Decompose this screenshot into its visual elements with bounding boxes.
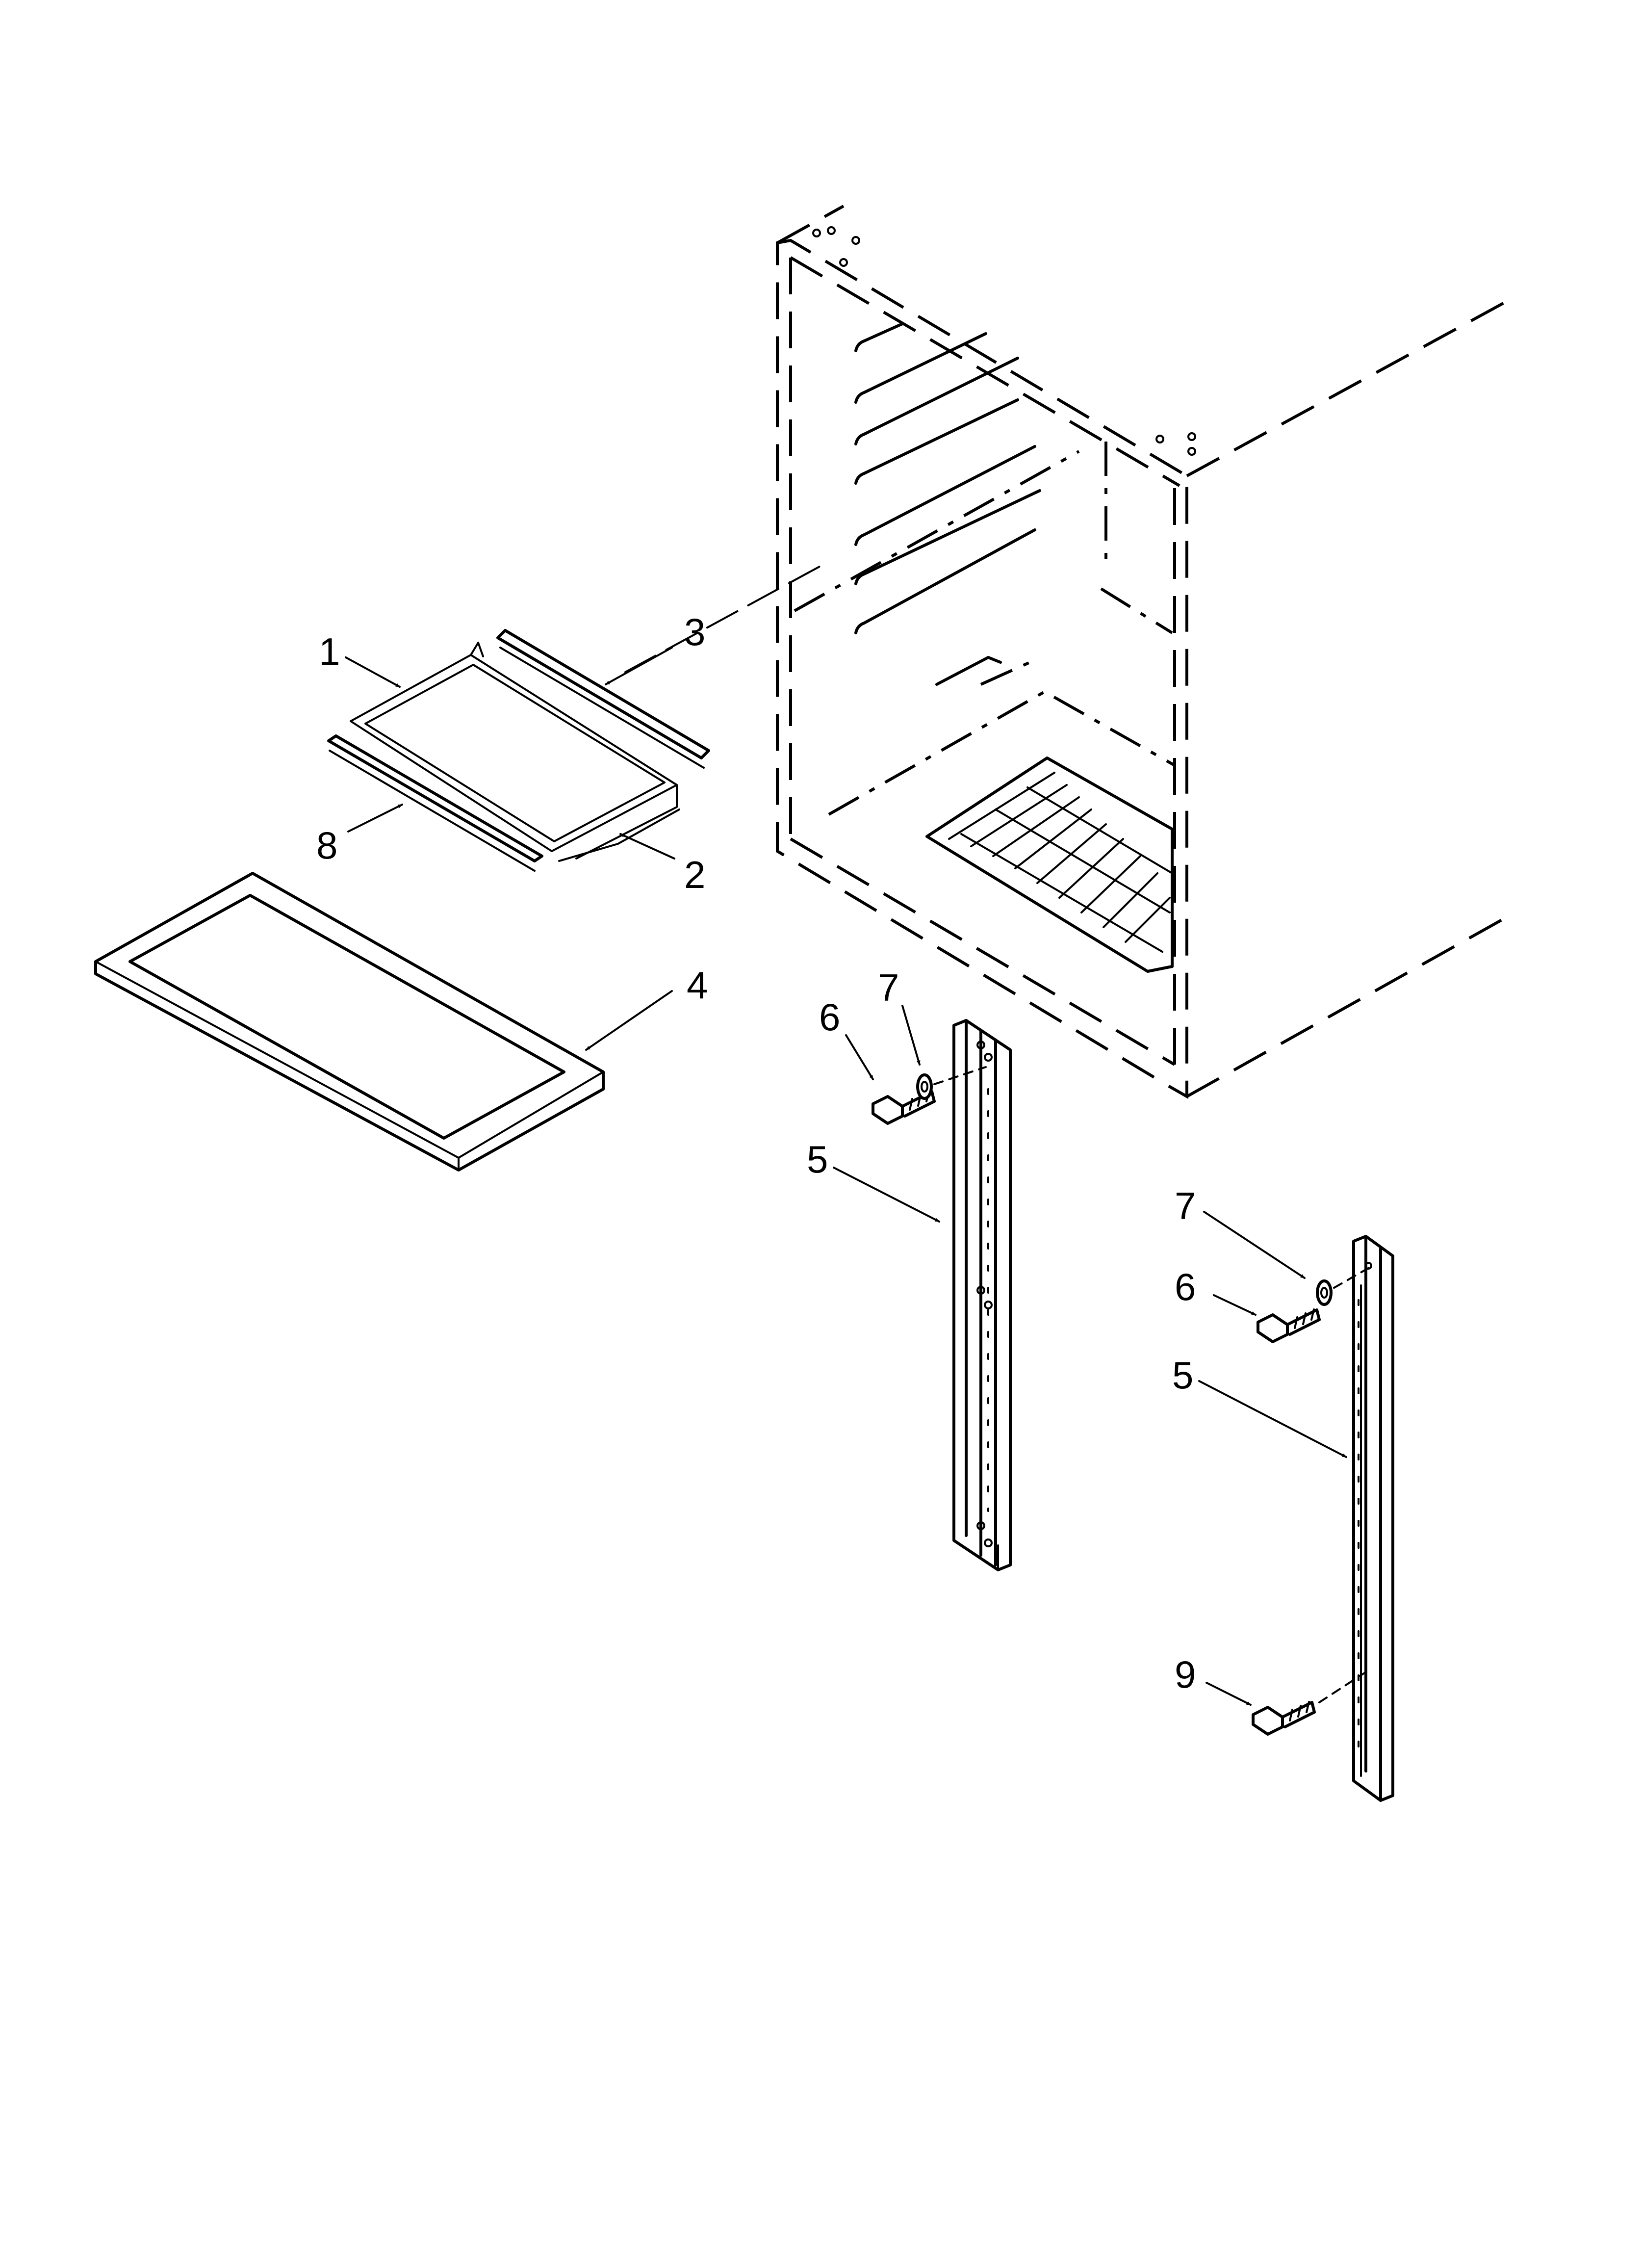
callout-3: 3 [684,610,705,653]
cabinet-liner [776,205,1512,1099]
fastener-bottom-axis [1318,1669,1369,1703]
callout-7a: 7 [878,966,899,1009]
rail-left-holes [976,1041,993,1547]
leader-9 [1206,1682,1252,1706]
rail-right [1352,1235,1394,1802]
callout-5b: 5 [1172,1354,1193,1397]
callout-9: 9 [1175,1653,1196,1696]
callout-6b: 6 [1175,1265,1196,1308]
leader-6a [845,1034,874,1080]
screw-bottom [1252,1701,1316,1736]
fastener-left-axis [933,1066,987,1085]
shelf-assembly [327,629,710,872]
callout-6a: 6 [819,995,840,1039]
washer-right [1316,1279,1333,1306]
leader-lines [345,563,1347,1706]
front-trim [327,734,543,862]
rear-rail [496,629,710,759]
side-wall-slots [854,322,1041,634]
washer-left [916,1073,933,1100]
leader-4 [585,990,673,1051]
leader-5a [833,1167,940,1223]
callout-8: 8 [316,824,337,867]
leader-1 [345,656,401,688]
screw-left [872,1090,936,1125]
leader-7b [1203,1211,1306,1279]
screw-right [1257,1308,1321,1343]
leader-8 [347,804,403,833]
leader-3 [605,647,673,685]
crisper-cover-panel [94,872,605,1172]
callout-2: 2 [684,853,705,896]
fastener-right-axis [1333,1267,1369,1289]
rail-left [952,1019,1012,1571]
leader-5b [1198,1380,1347,1458]
leader-2 [619,833,675,860]
leader-7a [901,1005,921,1066]
mounting-holes [812,226,1196,456]
callout-5a: 5 [807,1138,828,1181]
leader-3-extension [624,563,825,673]
leader-6b [1213,1294,1257,1316]
callout-1: 1 [319,630,340,673]
callout-labels: 1 3 8 2 4 6 7 5 7 6 5 9 [316,610,1196,1696]
callout-7b: 7 [1175,1184,1196,1227]
callout-4: 4 [687,964,708,1007]
bottom-grille [925,756,1174,973]
